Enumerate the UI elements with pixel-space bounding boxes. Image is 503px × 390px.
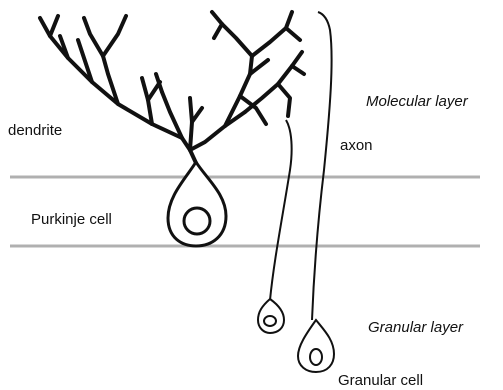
molecular-layer-label: Molecular layer — [366, 93, 468, 111]
purkinje-cell-label: Purkinje cell — [31, 211, 112, 229]
granular-cell-axon-short — [270, 120, 292, 300]
purkinje-dendritic-tree — [40, 12, 304, 163]
granular-cell-label: Granular cell — [338, 372, 423, 390]
axon-label: axon — [340, 137, 373, 155]
granular-cell-axon-long — [312, 12, 332, 320]
dendrite-label: dendrite — [8, 122, 62, 140]
granular-layer-label: Granular layer — [368, 319, 463, 337]
